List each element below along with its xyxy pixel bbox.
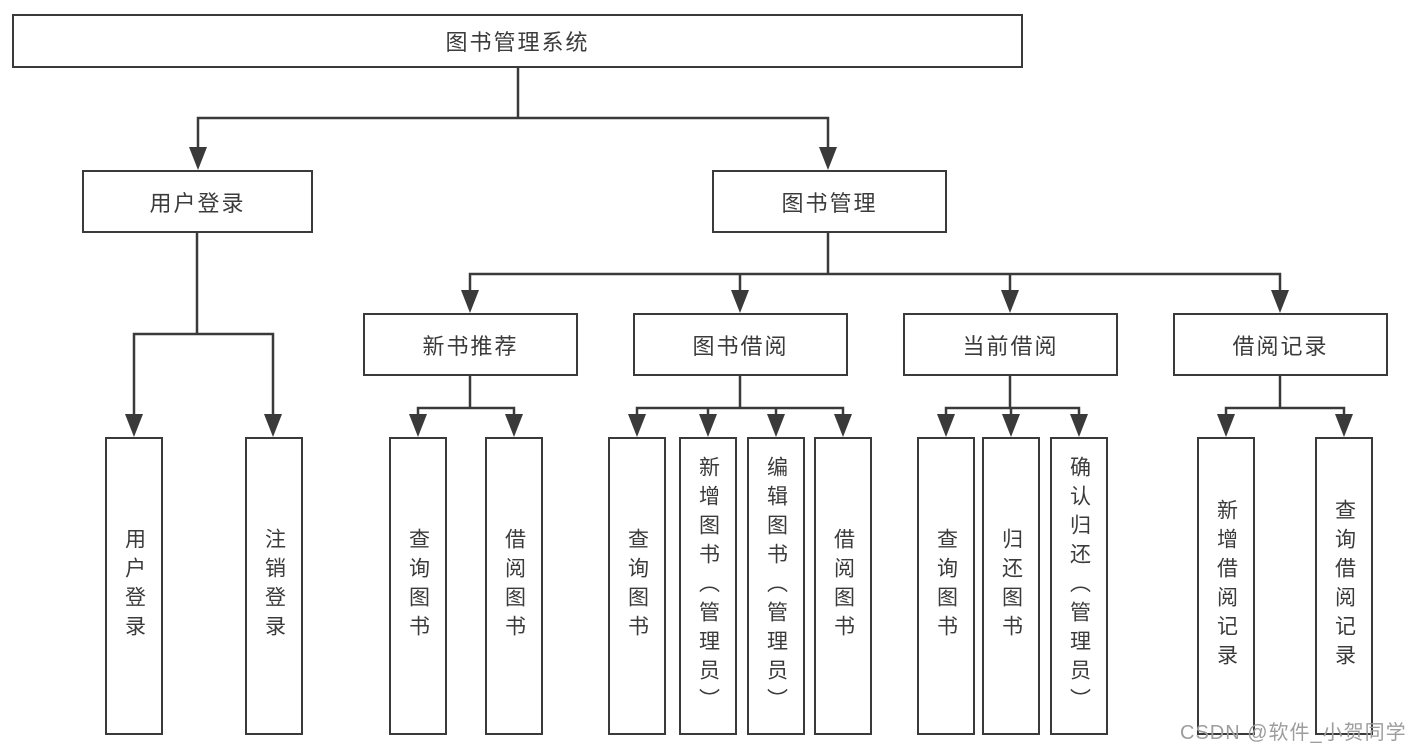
leaf-add-books-admin-label: 新增图书（管理员） — [696, 455, 720, 717]
csdn-watermark: CSDN @软件_小贺同学 — [1180, 722, 1405, 744]
leaf-user-login: 用户登录 — [105, 437, 163, 735]
leaf-logout: 注销登录 — [245, 437, 303, 735]
node-borrowing-records-label: 借阅记录 — [1232, 333, 1329, 359]
leaf-edit-books-admin-label: 编辑图书（管理员） — [764, 455, 788, 717]
leaf-add-books-admin: 新增图书（管理员） — [679, 437, 737, 735]
leaf-confirm-return-admin-label: 确认归还（管理员） — [1067, 455, 1091, 717]
node-current-borrowing: 当前借阅 — [903, 313, 1118, 376]
leaf-borrow-books-recommend: 借阅图书 — [485, 437, 543, 735]
leaf-return-books: 归还图书 — [982, 437, 1040, 735]
leaf-return-books-label: 归还图书 — [999, 528, 1023, 644]
leaf-user-login-label: 用户登录 — [122, 528, 146, 644]
leaf-logout-label: 注销登录 — [262, 528, 286, 644]
leaf-borrow-books-borrowing: 借阅图书 — [814, 437, 872, 735]
leaf-query-books-recommend-label: 查询图书 — [406, 528, 430, 644]
node-book-borrowing-label: 图书借阅 — [692, 333, 789, 359]
node-book-management: 图书管理 — [712, 170, 947, 233]
leaf-query-books-current: 查询图书 — [917, 437, 975, 735]
node-current-borrowing-label: 当前借阅 — [962, 333, 1059, 359]
node-new-book-recommendation-label: 新书推荐 — [422, 333, 519, 359]
node-borrowing-records: 借阅记录 — [1173, 313, 1388, 376]
leaf-edit-books-admin: 编辑图书（管理员） — [747, 437, 805, 735]
node-library-management-system: 图书管理系统 — [12, 14, 1023, 68]
leaf-query-borrow-record: 查询借阅记录 — [1315, 437, 1373, 735]
node-new-book-recommendation: 新书推荐 — [363, 313, 578, 376]
node-book-management-label: 图书管理 — [781, 190, 878, 216]
leaf-borrow-books-recommend-label: 借阅图书 — [502, 528, 526, 644]
leaf-borrow-books-borrowing-label: 借阅图书 — [831, 528, 855, 644]
node-user-login: 用户登录 — [82, 170, 313, 233]
leaf-add-borrow-record: 新增借阅记录 — [1197, 437, 1255, 735]
leaf-confirm-return-admin: 确认归还（管理员） — [1050, 437, 1108, 735]
leaf-add-borrow-record-label: 新增借阅记录 — [1214, 499, 1238, 673]
leaf-query-books-recommend: 查询图书 — [389, 437, 447, 735]
node-book-borrowing: 图书借阅 — [633, 313, 848, 376]
node-library-management-system-label: 图书管理系统 — [445, 30, 590, 55]
leaf-query-books-current-label: 查询图书 — [934, 528, 958, 644]
leaf-query-books-borrowing-label: 查询图书 — [625, 528, 649, 644]
leaf-query-borrow-record-label: 查询借阅记录 — [1332, 499, 1356, 673]
leaf-query-books-borrowing: 查询图书 — [608, 437, 666, 735]
node-user-login-label: 用户登录 — [149, 190, 246, 216]
